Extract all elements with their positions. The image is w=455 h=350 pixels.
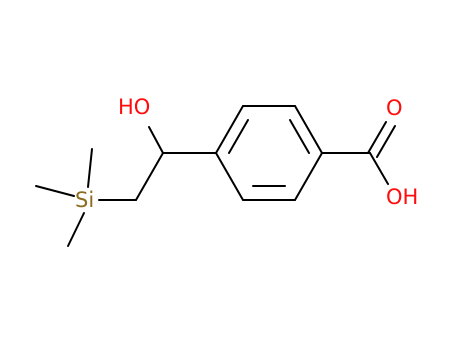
silicon-methyl-bond-bottom: [67, 212, 85, 247]
acid-hydroxyl-label: OH: [386, 185, 418, 209]
ring-bond-4: [294, 152, 323, 201]
carbinol-to-oxygen-bond: [148, 126, 164, 154]
bonds: [35, 105, 396, 247]
carbonyl-double-bond-b: [376, 125, 396, 158]
ring-bond-1: [215, 105, 244, 154]
carbinol-to-methylene-bond: [135, 152, 164, 201]
hydroxyl-oxygen-label: HO: [118, 95, 150, 119]
silicon-methyl-bond-left: [35, 185, 75, 197]
carbonyl-oxygen-label: O: [386, 96, 403, 120]
silicon-methyl-bond-top: [87, 148, 93, 188]
carbonyl-double-bond-a: [367, 121, 387, 154]
ring-bond-3: [294, 105, 323, 154]
ring-bond-1-inner: [228, 119, 249, 154]
atom-labels: HO Si O OH: [75, 95, 418, 212]
silicon-atom-label: Si: [75, 188, 94, 212]
acid-hydroxyl-bond: [369, 152, 389, 185]
ring-bond-6: [215, 152, 244, 201]
ring-bond-3-inner: [289, 119, 310, 154]
